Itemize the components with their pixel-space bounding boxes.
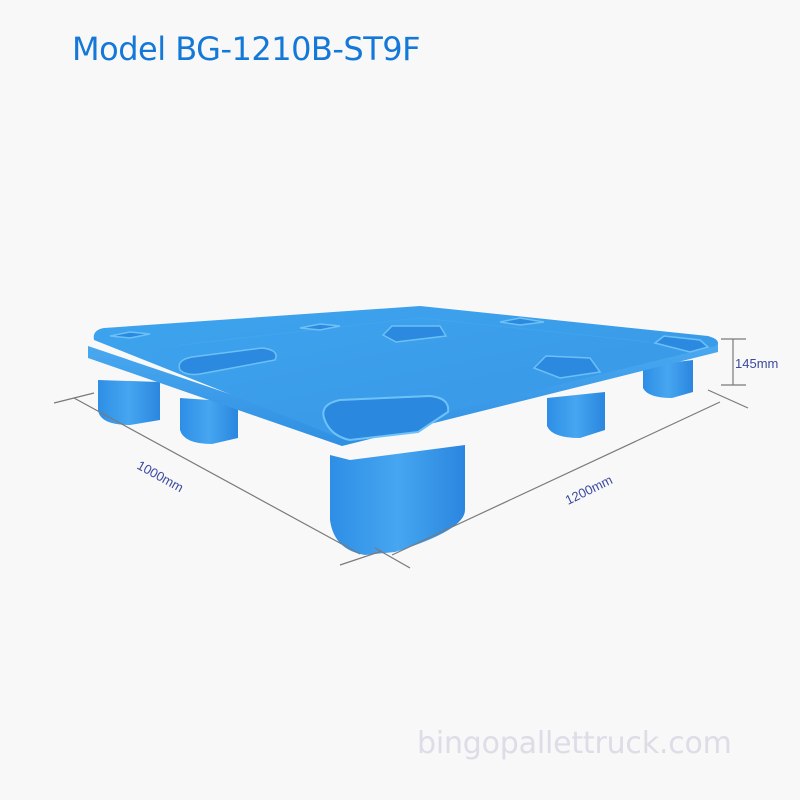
width-dimension-label: 1000mm bbox=[135, 458, 187, 496]
pallet-deck-openings bbox=[109, 317, 710, 379]
pallet-leg-front bbox=[322, 394, 465, 555]
model-title: Model BG-1210B-ST9F bbox=[72, 30, 421, 68]
dimension-lines bbox=[53, 338, 749, 569]
pallet-deck-top bbox=[93, 306, 718, 437]
pallet-legs-back bbox=[98, 360, 693, 444]
watermark: bingopallettruck.com bbox=[417, 726, 732, 761]
length-dimension-label: 1200mm bbox=[563, 472, 615, 508]
height-dimension-label: 145mm bbox=[735, 356, 778, 371]
